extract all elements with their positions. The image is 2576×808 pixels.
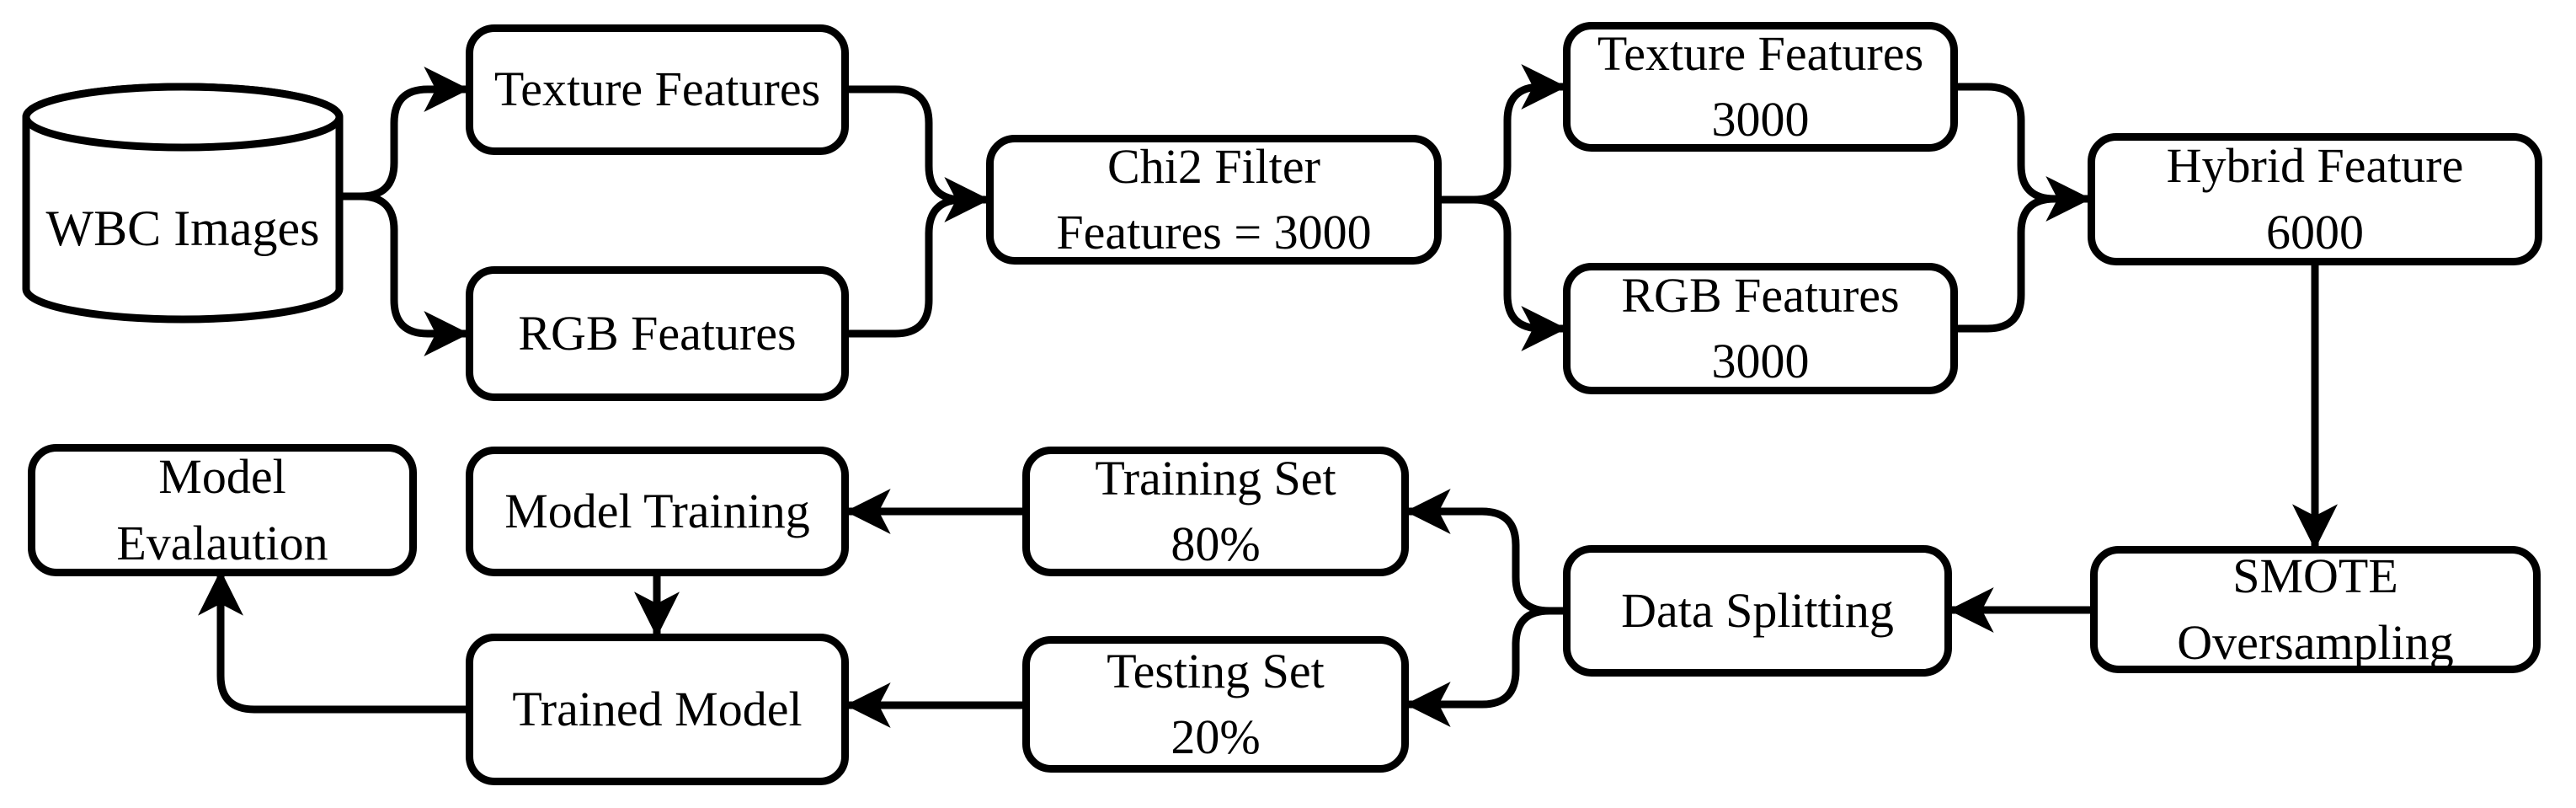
node-label-line: 3000 <box>1711 334 1810 388</box>
node-texture-features: Texture Features <box>466 24 849 155</box>
node-label-line: Hybrid Feature <box>2166 138 2464 194</box>
node-label-line: Trained Model <box>512 681 803 736</box>
node-label-line: RGB Features <box>518 305 797 361</box>
edge-texture3000-to-hybrid <box>1958 83 2056 203</box>
edge-texture-to-chi2 <box>849 85 963 204</box>
node-label-line: Model Training <box>504 483 810 538</box>
edge-rgb3000-to-hybrid <box>1958 195 2056 333</box>
node-label-line: Texture Features <box>1597 25 1924 81</box>
edge-trainedmodel-to-modeleval <box>198 570 466 714</box>
node-label-line: WBC Images <box>45 200 320 256</box>
node-label-line: Evalaution <box>116 515 328 570</box>
node-label-line: RGB Features <box>1621 267 1900 323</box>
node-label-line: Training Set <box>1095 450 1336 506</box>
node-label-line: Testing Set <box>1107 643 1325 698</box>
node-wbc-images-label: WBC Images <box>26 195 339 262</box>
node-model-training: Model Training <box>466 447 849 576</box>
edge-wbc-to-rgb <box>339 192 470 356</box>
edge-datasplit-to-testingset <box>1405 607 1563 727</box>
node-label-line: 6000 <box>2266 204 2364 260</box>
node-label-line: 20% <box>1171 709 1261 764</box>
edge-datasplit-to-trainingset <box>1405 489 1563 615</box>
node-label-line: 3000 <box>1711 92 1810 147</box>
edge-rgb-to-chi2 <box>849 195 963 338</box>
node-chi2-filter: Chi2 Filter Features = 3000 <box>986 135 1442 265</box>
node-label-line: Data Splitting <box>1621 582 1894 638</box>
node-training-set: Training Set 80% <box>1022 447 1409 576</box>
node-label-line: Chi2 Filter <box>1107 138 1320 194</box>
node-label-line: Texture Features <box>493 62 821 117</box>
edge-chi2-to-rgb3000 <box>1442 195 1567 351</box>
node-smote-oversampling: SMOTE Oversampling <box>2090 546 2541 673</box>
node-data-splitting: Data Splitting <box>1563 545 1952 677</box>
node-label-line: Model <box>158 449 286 505</box>
wbc-database-cylinder <box>22 83 344 324</box>
node-testing-set: Testing Set 20% <box>1022 636 1409 773</box>
node-rgb-features-3000: RGB Features 3000 <box>1563 263 1958 394</box>
node-label-line: 80% <box>1171 516 1261 571</box>
node-label-line: SMOTE <box>2232 548 2398 604</box>
node-trained-model: Trained Model <box>466 634 849 785</box>
node-label-line: Oversampling <box>2177 614 2454 670</box>
node-rgb-features: RGB Features <box>466 266 849 401</box>
node-hybrid-feature: Hybrid Feature 6000 <box>2088 133 2542 265</box>
node-label-line: Features = 3000 <box>1056 205 1372 260</box>
edge-chi2-to-texture3000 <box>1442 64 1567 204</box>
node-texture-features-3000: Texture Features 3000 <box>1563 22 1958 152</box>
edge-wbc-to-texture <box>339 67 470 201</box>
node-model-evaluation: Model Evalaution <box>28 444 417 576</box>
